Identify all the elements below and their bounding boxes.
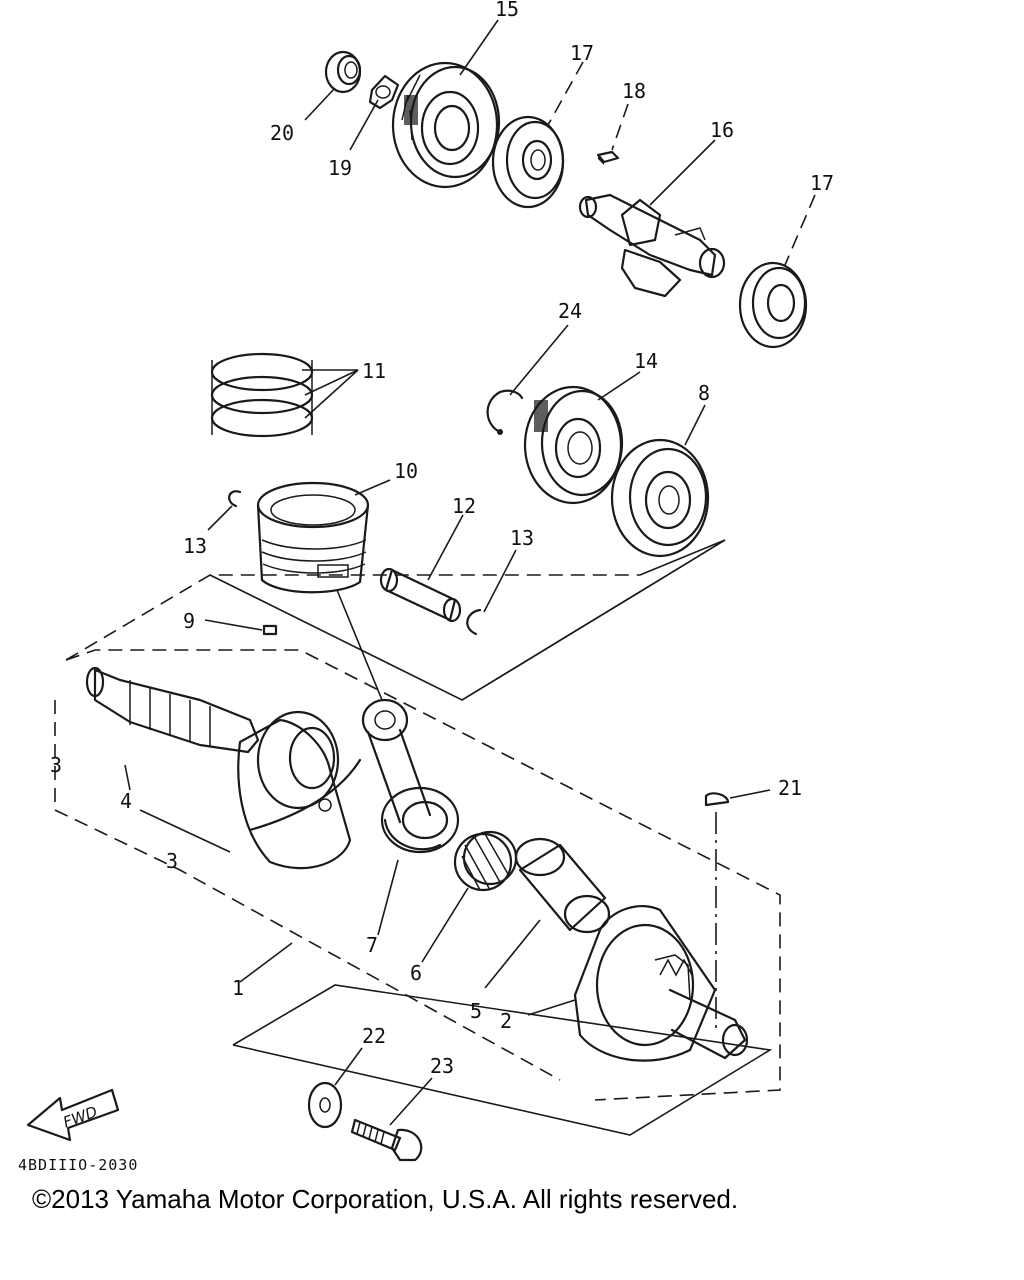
callout-20: 20	[270, 121, 294, 145]
part-18-woodruff-key	[596, 150, 620, 165]
forward-arrow-icon: FWD	[26, 1088, 120, 1142]
callout-17-lower: 17	[810, 171, 834, 195]
part-9-plug	[262, 624, 278, 636]
part-16-balancer-shaft	[578, 193, 726, 298]
callout-8: 8	[698, 381, 710, 405]
part-2-crankshaft-right	[573, 905, 749, 1062]
part-10-piston	[256, 481, 370, 594]
part-7-connecting-rod	[361, 698, 460, 854]
callout-4: 4	[120, 789, 132, 813]
callout-13-left: 13	[183, 534, 207, 558]
callout-24: 24	[558, 299, 582, 323]
crankshaft-piston-exploded-diagram: FWD 1 2 3 3 4	[18, 0, 834, 1174]
callout-12: 12	[452, 494, 476, 518]
part-17-bearing-lower	[738, 261, 808, 349]
part-19-lock-washer	[368, 74, 400, 110]
callout-21: 21	[778, 776, 802, 800]
callout-16: 16	[710, 118, 734, 142]
callout-15: 15	[495, 0, 519, 21]
part-6-needle-bearing	[453, 830, 518, 892]
part-21-woodruff-key	[704, 792, 730, 807]
callout-5: 5	[470, 999, 482, 1023]
callout-22: 22	[362, 1024, 386, 1048]
callout-2: 2	[500, 1009, 512, 1033]
part-4-crankshaft-left	[85, 666, 362, 870]
callout-3-outer: 3	[50, 753, 62, 777]
part-24-circlip	[486, 389, 524, 435]
callout-3: 3	[166, 849, 178, 873]
callout-18: 18	[622, 79, 646, 103]
part-20-nut	[324, 50, 362, 94]
callout-11: 11	[362, 359, 386, 383]
callout-9: 9	[183, 609, 195, 633]
part-11-piston-rings	[210, 352, 314, 438]
part-13-piston-pin-clip-right	[466, 608, 482, 636]
callout-14: 14	[634, 349, 658, 373]
group-outline-fasteners	[232, 984, 773, 1136]
callout-19: 19	[328, 156, 352, 180]
callout-23: 23	[430, 1054, 454, 1078]
copyright-notice: ©2013 Yamaha Motor Corporation, U.S.A. A…	[32, 1184, 739, 1214]
callout-17-upper: 17	[570, 41, 594, 65]
part-22-washer	[307, 1081, 343, 1129]
part-8-bearing	[610, 438, 710, 558]
callout-labels: 1 2 3 3 4 5 6 7 8 9 10 11 12 13 13 14 15…	[50, 0, 834, 1078]
leader-lines	[124, 19, 816, 1126]
part-13-piston-pin-clip-left	[228, 490, 242, 508]
group-outline-piston	[209, 539, 726, 701]
callout-7: 7	[366, 933, 378, 957]
part-17-bearing-upper	[491, 115, 565, 209]
callout-6: 6	[410, 961, 422, 985]
callout-13-right: 13	[510, 526, 534, 550]
drawing-number: 4BDIIIO-2030	[18, 1156, 138, 1174]
part-14-gear	[523, 385, 624, 505]
part-23-bolt	[350, 1118, 423, 1162]
part-12-piston-pin	[379, 567, 462, 623]
callout-1: 1	[232, 976, 244, 1000]
callout-10: 10	[394, 459, 418, 483]
part-5-crank-pin	[514, 837, 611, 934]
part-15-primary-drive-gear	[391, 61, 501, 189]
fwd-label: FWD	[61, 1103, 100, 1132]
